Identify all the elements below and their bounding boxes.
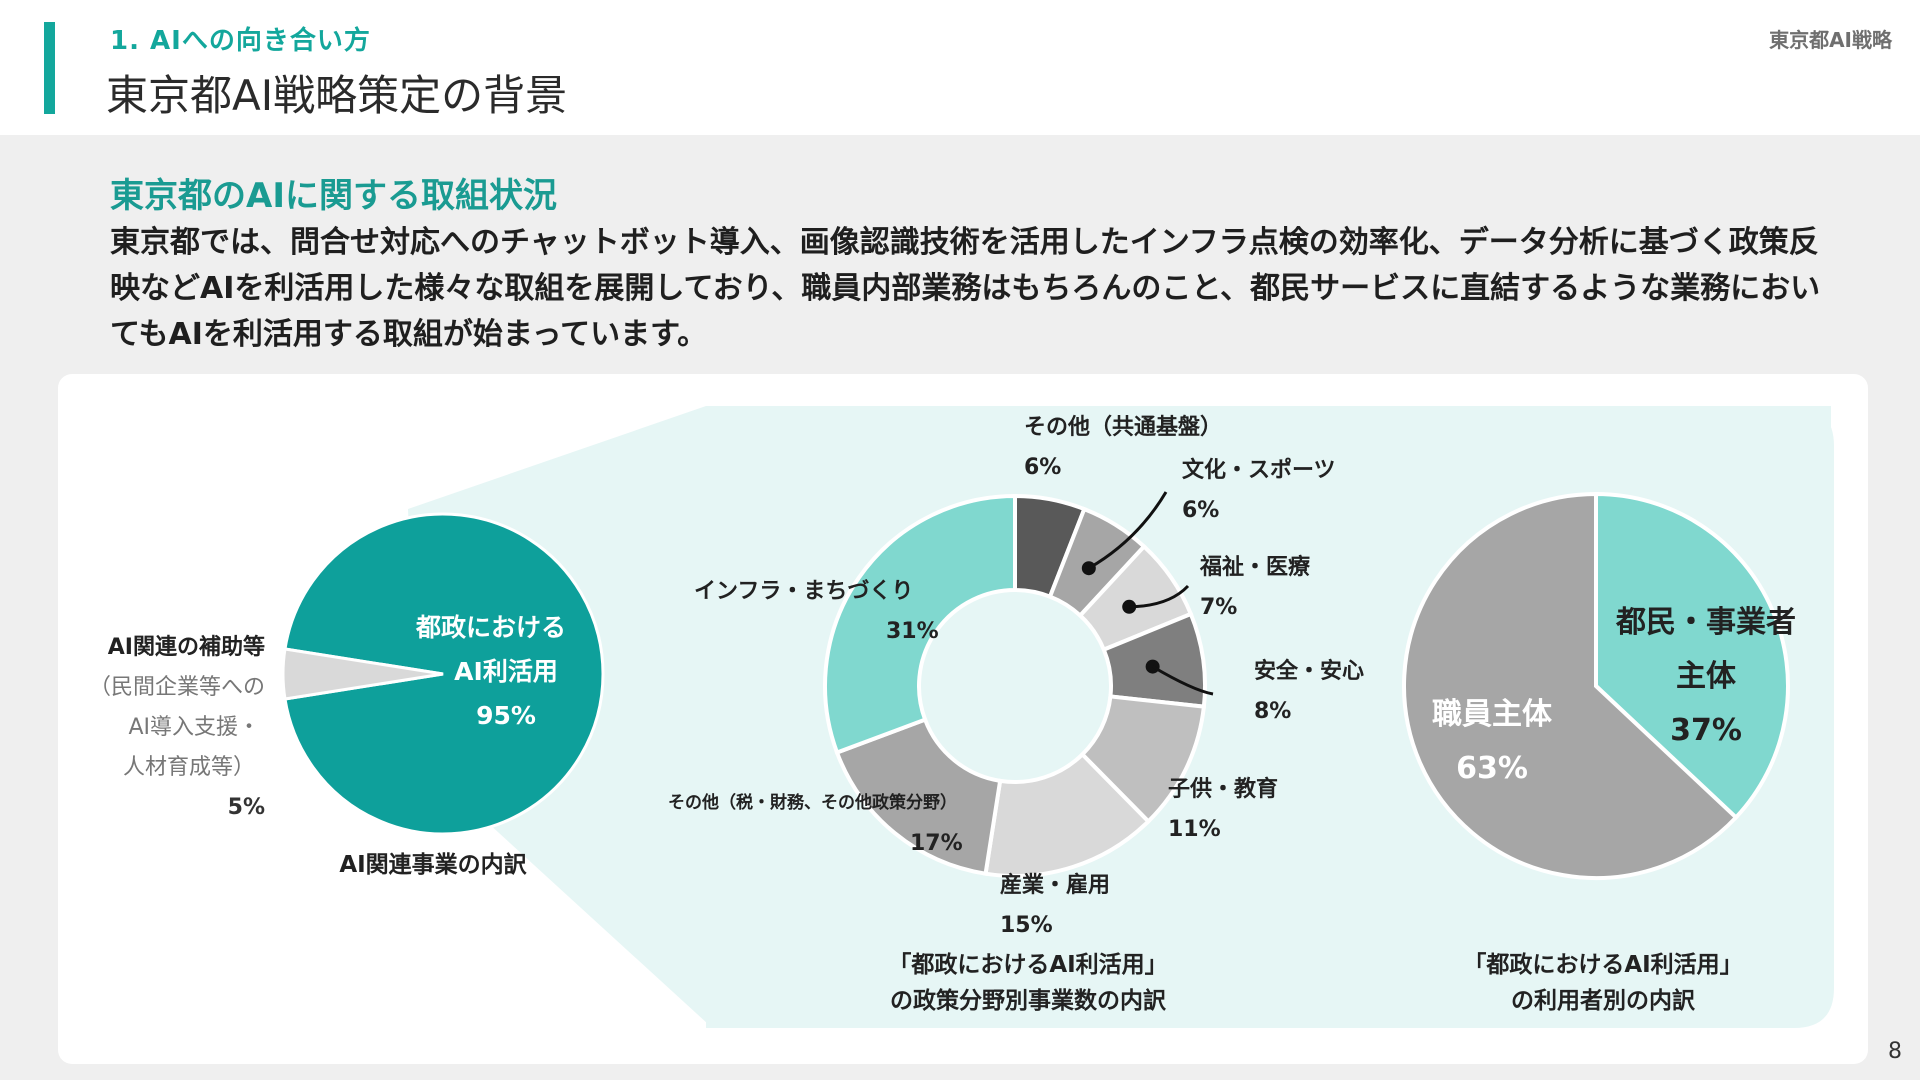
pie-label-ai-subsidy-line4: 人材育成等）	[123, 755, 255, 780]
leader-line-2	[1151, 665, 1214, 696]
donut-label-other-tax-finance: その他（税・財務、その他政策分野）	[668, 792, 957, 813]
donut-label-safety: 安全・安心	[1254, 658, 1364, 684]
donut-label-welfare-medical: 福祉・医療	[1199, 554, 1310, 580]
donut-value-infrastructure: 31%	[886, 619, 939, 644]
pie-label-ai-subsidy-line3: AI導入支援・	[128, 715, 260, 740]
page-title: 東京都AI戦略策定の背景	[106, 71, 568, 120]
chart2-caption-line2: の政策分野別事業数の内訳	[890, 987, 1167, 1014]
donut-value-other-tax-finance: 17%	[910, 831, 963, 856]
leader-dot-0	[1081, 561, 1096, 576]
pie-value-ai-subsidy: 5%	[228, 795, 265, 820]
donut-value-other-common: 6%	[1024, 455, 1061, 480]
pie-slice-staff	[1402, 491, 1739, 880]
donut-value-welfare-medical: 7%	[1200, 595, 1237, 620]
pie-label-ai-subsidy-line2: （民間企業等への	[89, 675, 265, 700]
chart1-caption: AI関連事業の内訳	[339, 851, 527, 878]
leader-line-0	[1088, 491, 1168, 570]
donut-slice-infrastructure	[823, 493, 1017, 756]
body-paragraph: 東京都では、問合せ対応へのチャットボット導入、画像認識技術を活用したインフラ点検…	[110, 225, 1821, 352]
chart3-caption-line2: の利用者別の内訳	[1511, 987, 1696, 1014]
donut-label-other-common: その他（共通基盤）	[1024, 414, 1222, 440]
donut-label-children-education: 子供・教育	[1168, 776, 1278, 802]
page-number: 8	[1888, 1039, 1902, 1064]
header-accent-bar	[44, 22, 55, 114]
pie-slice-citizens-businesses	[1594, 491, 1790, 821]
donut-label-culture-sports: 文化・スポーツ	[1182, 457, 1336, 483]
chart2-caption-line1: 「都政におけるAI利活用」	[888, 952, 1167, 978]
pie-label-ai-utilization-line2: AI利活用	[454, 657, 558, 686]
section-label: 1. AIへの向き合い方	[110, 26, 371, 56]
donut-value-children-education: 11%	[1168, 817, 1221, 842]
pie-value-citizens: 37%	[1670, 713, 1742, 748]
pie-label-ai-subsidy-line1: AI関連の補助等	[108, 634, 265, 660]
pie-value-ai-utilization: 95%	[476, 701, 536, 730]
donut-value-industry-employment: 15%	[1000, 913, 1053, 938]
donut-slice-other-tax-finance	[834, 717, 1003, 876]
header: 1. AIへの向き合い方 東京都AI戦略策定の背景 東京都AI戦略	[0, 0, 1920, 135]
pie-slice-ai-utilization	[283, 512, 605, 836]
pie-label-citizens-line2: 主体	[1676, 659, 1737, 694]
donut-value-safety: 8%	[1254, 699, 1291, 724]
pie-value-staff: 63%	[1456, 751, 1528, 786]
subheading: 東京都のAIに関する取組状況	[110, 176, 557, 216]
brand-label: 東京都AI戦略	[1769, 28, 1892, 52]
chart-panel: 都政における AI利活用 95% AI関連の補助等 （民間企業等への AI導入支援・人材育…	[58, 374, 1868, 1064]
donut-slice-industry-employment	[983, 751, 1152, 878]
pie-label-ai-utilization-line1: 都政における	[415, 613, 566, 642]
donut-value-culture-sports: 6%	[1182, 498, 1219, 523]
charts-canvas: 都政における AI利活用 95% AI関連の補助等 （民間企業等への AI導入支援・人材育…	[89, 406, 1834, 1028]
donut-label-industry-employment: 産業・雇用	[1000, 872, 1110, 898]
pie-label-citizens-line1: 都民・事業者	[1615, 605, 1796, 640]
donut-label-infrastructure: インフラ・まちづくり	[694, 579, 913, 604]
pie-slice-ai-subsidy	[281, 647, 444, 701]
leader-line-1	[1129, 584, 1190, 609]
pie-label-staff: 職員主体	[1432, 697, 1553, 732]
chart3-caption-line1: 「都政におけるAI利活用」	[1463, 952, 1742, 978]
